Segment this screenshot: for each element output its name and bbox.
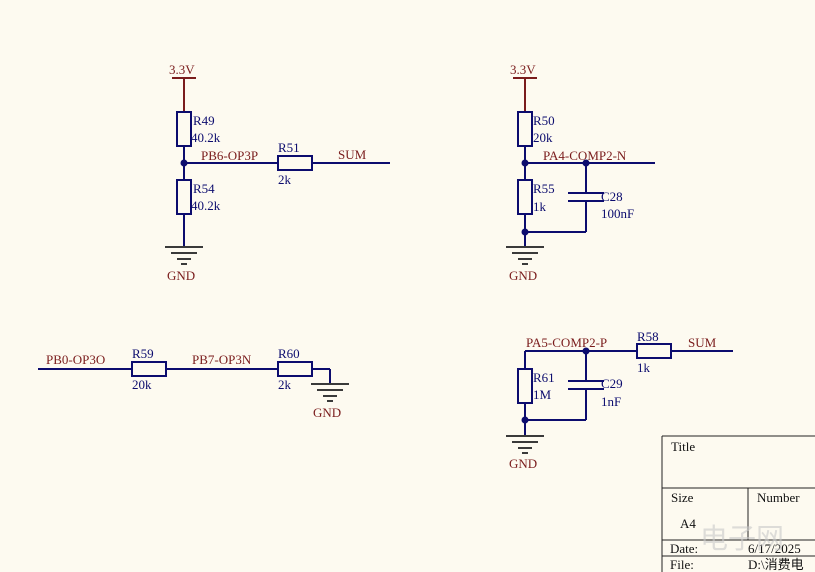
net-label-sum-2: SUM bbox=[688, 335, 717, 350]
ref-r50: R50 bbox=[533, 113, 555, 128]
gnd-label-4: GND bbox=[509, 456, 537, 471]
ground-symbol-1 bbox=[165, 246, 203, 265]
value-c29: 1nF bbox=[601, 394, 621, 409]
net-label-pa5: PA5-COMP2-P bbox=[526, 335, 607, 350]
ref-r59: R59 bbox=[132, 346, 154, 361]
power-label-3v3-right: 3.3V bbox=[510, 62, 536, 77]
ground-symbol-3 bbox=[311, 383, 349, 402]
ref-r49: R49 bbox=[193, 113, 215, 128]
number-label: Number bbox=[757, 490, 800, 505]
net-label-pb7: PB7-OP3N bbox=[192, 352, 252, 367]
net-label-pb6: PB6-OP3P bbox=[201, 148, 258, 163]
gnd-label-3: GND bbox=[313, 405, 341, 420]
ref-r61: R61 bbox=[533, 370, 555, 385]
resistor-r60[interactable] bbox=[277, 361, 313, 377]
junction-dot bbox=[521, 228, 529, 236]
watermark: 电子网 bbox=[700, 523, 784, 554]
ref-c29: C29 bbox=[601, 376, 623, 391]
circuit-op3-feedback: PB0-OP3O R59 20k PB7-OP3N R60 2k GND bbox=[38, 346, 349, 420]
gnd-label-2: GND bbox=[509, 268, 537, 283]
value-r59: 20k bbox=[132, 377, 152, 392]
ground-symbol-2 bbox=[506, 246, 544, 265]
power-port-3v3-right bbox=[513, 77, 537, 112]
capacitor-c28[interactable] bbox=[568, 192, 604, 202]
resistor-r49[interactable] bbox=[176, 111, 192, 147]
capacitor-c29[interactable] bbox=[568, 380, 604, 390]
ref-r55: R55 bbox=[533, 181, 555, 196]
value-r55: 1k bbox=[533, 199, 547, 214]
ref-c28: C28 bbox=[601, 189, 623, 204]
date-value: 6/17/2025 bbox=[748, 541, 801, 556]
circuit-comp2-p: PA5-COMP2-P R58 1k SUM R61 1M C29 1nF GN… bbox=[506, 329, 733, 471]
value-r50: 20k bbox=[533, 130, 553, 145]
size-label: Size bbox=[671, 490, 694, 505]
value-r51: 2k bbox=[278, 172, 292, 187]
value-r54: 40.2k bbox=[191, 198, 221, 213]
resistor-r50[interactable] bbox=[517, 111, 533, 147]
value-r49: 40.2k bbox=[191, 130, 221, 145]
size-value: A4 bbox=[680, 516, 696, 531]
file-value: D:\消费电 bbox=[748, 557, 804, 572]
resistor-r54[interactable] bbox=[176, 179, 192, 215]
junction-dot bbox=[582, 159, 590, 167]
value-r58: 1k bbox=[637, 360, 651, 375]
resistor-r51[interactable] bbox=[277, 155, 313, 171]
resistor-r55[interactable] bbox=[517, 179, 533, 215]
date-label: Date: bbox=[670, 541, 698, 556]
value-r60: 2k bbox=[278, 377, 292, 392]
circuit-comp2-n: 3.3V R50 20k PA4-COMP2-N R55 1k C28 100n… bbox=[506, 62, 655, 283]
circuit-divider-op3p: 3.3V R49 40.2k PB6-OP3P R51 2k SUM R54 4… bbox=[165, 62, 390, 283]
ref-r58: R58 bbox=[637, 329, 659, 344]
gnd-label-1: GND bbox=[167, 268, 195, 283]
value-c28: 100nF bbox=[601, 206, 634, 221]
resistor-r59[interactable] bbox=[131, 361, 167, 377]
value-r61: 1M bbox=[533, 387, 552, 402]
ref-r54: R54 bbox=[193, 181, 215, 196]
power-port-3v3-left bbox=[172, 77, 196, 112]
net-label-pa4: PA4-COMP2-N bbox=[543, 148, 627, 163]
ref-r60: R60 bbox=[278, 346, 300, 361]
junction-dot bbox=[521, 416, 529, 424]
net-label-pb0: PB0-OP3O bbox=[46, 352, 105, 367]
title-block: Title Size A4 Number Date: 6/17/2025 Fil… bbox=[661, 435, 815, 572]
resistor-r61[interactable] bbox=[517, 368, 533, 404]
title-label: Title bbox=[671, 439, 695, 454]
file-label: File: bbox=[670, 557, 694, 572]
resistor-r58[interactable] bbox=[636, 343, 672, 359]
net-label-sum-1: SUM bbox=[338, 147, 367, 162]
ground-symbol-4 bbox=[506, 435, 544, 454]
ref-r51: R51 bbox=[278, 140, 300, 155]
power-label-3v3-left: 3.3V bbox=[169, 62, 195, 77]
